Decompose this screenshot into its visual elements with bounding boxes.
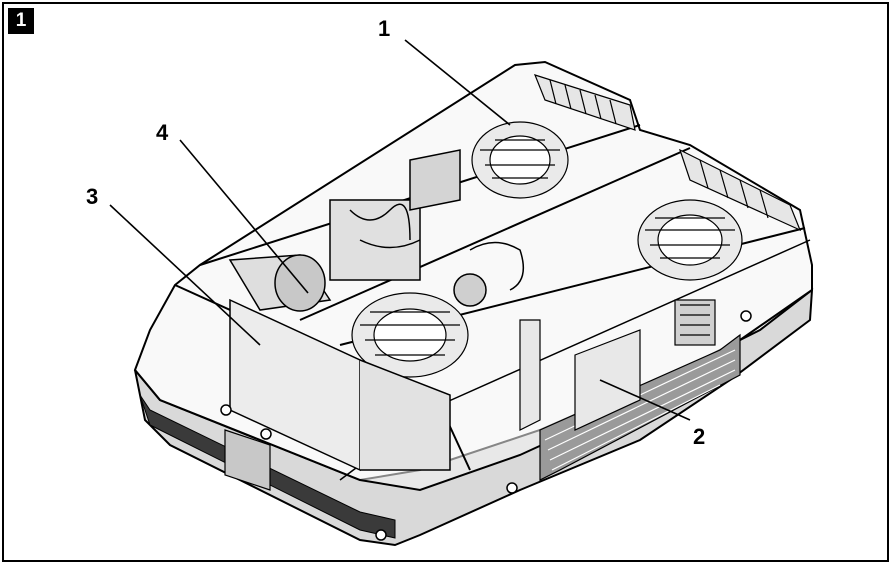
callout-1: 1	[378, 16, 391, 41]
rear-grille-left	[533, 74, 636, 131]
blower-fan-1	[471, 121, 569, 199]
leader-line-4	[179, 139, 309, 294]
side-bracket	[519, 319, 541, 431]
leader-line-1	[404, 39, 511, 126]
figure-number-badge: 1	[8, 8, 34, 34]
callout-3: 3	[86, 184, 99, 209]
screw-markers	[220, 310, 752, 541]
air-duct-box	[229, 298, 451, 472]
leader-line-3	[109, 204, 261, 346]
condenser-coil	[674, 299, 716, 346]
callout-4: 4	[156, 120, 169, 145]
leader-line-2	[599, 379, 691, 421]
base-dark-strip	[139, 394, 396, 539]
callout-2: 2	[693, 424, 706, 449]
blower-fan-3	[351, 292, 469, 378]
front-connector	[224, 429, 271, 491]
control-panel	[574, 329, 641, 431]
blower-fan-2	[637, 199, 743, 281]
rear-grille-right	[678, 148, 802, 232]
compressor-piping	[329, 149, 525, 307]
